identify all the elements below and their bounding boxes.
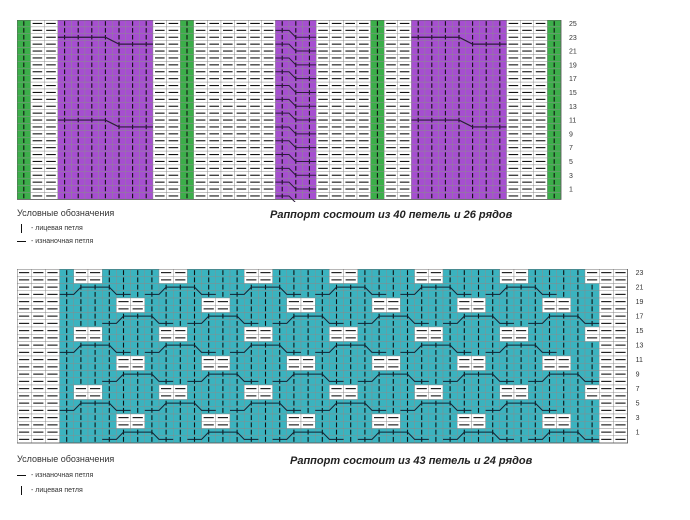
row-number: 25	[569, 21, 577, 28]
cable-cross-line	[400, 402, 472, 411]
cable-cross-line	[275, 195, 296, 202]
row-number: 7	[569, 145, 573, 152]
cable-cross-line	[275, 57, 317, 66]
cable-cross-line	[57, 36, 153, 45]
legend-item-purl-1: - изнаночная петля	[17, 237, 93, 246]
row-number: 17	[636, 314, 644, 321]
cable-cross-line	[275, 181, 317, 190]
cable-cross-line	[102, 315, 174, 324]
cable-cross-line	[357, 315, 429, 324]
legend-title-1: Условные обозначения	[17, 208, 115, 218]
cable-cross-line	[400, 344, 472, 353]
row-number: 9	[636, 372, 640, 379]
cable-cross-line	[485, 344, 557, 353]
cable-cross-line	[528, 373, 600, 382]
cable-cross-line	[357, 373, 429, 382]
cable-cross-line	[275, 126, 317, 135]
cable-cross-line	[315, 402, 387, 411]
cable-cross-line	[275, 71, 317, 80]
cable-cross-line	[102, 431, 174, 440]
row-number: 7	[636, 386, 640, 393]
row-number: 11	[569, 118, 576, 125]
row-number: 5	[636, 401, 640, 408]
cable-cross-line	[187, 431, 259, 440]
row-number: 1	[569, 187, 573, 194]
cable-cross-line	[144, 286, 216, 295]
cable-cross-line	[144, 402, 216, 411]
cable-cross-line	[272, 373, 344, 382]
cable-cross-line	[485, 402, 557, 411]
legend-label-purl-1: - изнаночная петля	[31, 238, 94, 245]
cable-cross-line	[275, 112, 317, 121]
repeat-caption-1: Раппорт состоит из 40 петель и 26 рядов	[270, 209, 513, 221]
purl-stitch-icon	[17, 237, 27, 246]
cable-cross-line	[275, 154, 317, 162]
cable-cross-line	[485, 286, 557, 295]
cable-cross-line	[144, 344, 216, 353]
cable-cross-line	[230, 344, 301, 353]
row-number: 15	[569, 90, 577, 97]
cable-cross-line	[528, 315, 600, 324]
cable-cross-line	[528, 431, 600, 440]
repeat-caption-2: Раппорт состоит из 43 петель и 24 рядов	[290, 455, 533, 467]
cable-cross-line	[275, 29, 317, 38]
knit-stitch-icon	[17, 486, 27, 495]
legend-label-purl-2: - изнаночная петля	[31, 472, 94, 479]
row-number: 13	[636, 343, 644, 350]
cable-cross-line	[59, 402, 131, 411]
cable-cross-line	[59, 344, 131, 353]
row-number: 15	[636, 328, 644, 335]
chart-border	[17, 269, 628, 444]
row-number: 9	[569, 131, 573, 138]
row-number: 17	[569, 76, 577, 83]
row-number: 5	[569, 159, 573, 166]
legend-item-purl-2: - изнаночная петля	[17, 471, 93, 480]
cable-cross-line	[57, 119, 153, 128]
knitting-chart-purple-green: 25 23 21 19 17 15 13 11 9 7 5 3 1	[17, 20, 577, 202]
row-number: 3	[569, 173, 573, 180]
knit-stitch-icon	[17, 224, 27, 233]
row-number: 21	[569, 49, 577, 56]
row-number: 1	[636, 430, 640, 437]
row-number: 23	[636, 270, 644, 277]
chart-border	[17, 20, 562, 200]
cable-cross-line	[275, 85, 317, 93]
legend-label-knit-2: - лицевая петля	[31, 487, 83, 494]
purl-stitch-icon	[17, 471, 27, 480]
cable-cross-line	[443, 373, 514, 382]
cable-cross-line	[315, 344, 387, 353]
row-number: 11	[636, 357, 643, 364]
cable-cross-line	[230, 286, 301, 295]
cable-cross-line	[411, 119, 507, 128]
cable-cross-line	[275, 43, 317, 52]
cable-cross-line	[230, 402, 301, 411]
cable-cross-line	[275, 140, 317, 149]
cable-cross-line	[443, 315, 514, 324]
row-number: 19	[636, 299, 644, 306]
cable-cross-line	[187, 315, 259, 324]
cable-cross-line	[187, 373, 259, 382]
knitting-chart-teal: 23 21 19 17 15 13 11 9 7 5 3 1	[17, 269, 644, 444]
legend-item-knit-1: - лицевая петля	[17, 224, 83, 233]
cable-cross-line	[275, 167, 317, 176]
cable-cross-line	[400, 286, 472, 295]
row-number: 23	[569, 35, 577, 42]
cable-cross-line	[315, 286, 387, 295]
cable-cross-line	[272, 315, 344, 324]
row-number: 13	[569, 104, 577, 111]
cable-cross-line	[275, 98, 317, 107]
cable-cross-line	[102, 373, 174, 382]
row-number: 21	[636, 285, 644, 292]
legend-item-knit-2: - лицевая петля	[17, 486, 83, 495]
cable-cross-line	[411, 36, 507, 45]
cable-cross-line	[443, 431, 514, 440]
row-number: 3	[636, 415, 640, 422]
cable-cross-line	[59, 286, 131, 295]
row-number: 19	[569, 62, 577, 69]
legend-label-knit-1: - лицевая петля	[31, 225, 83, 232]
cable-cross-line	[357, 431, 429, 440]
legend-title-2: Условные обозначения	[17, 454, 115, 464]
cable-cross-line	[272, 431, 344, 440]
